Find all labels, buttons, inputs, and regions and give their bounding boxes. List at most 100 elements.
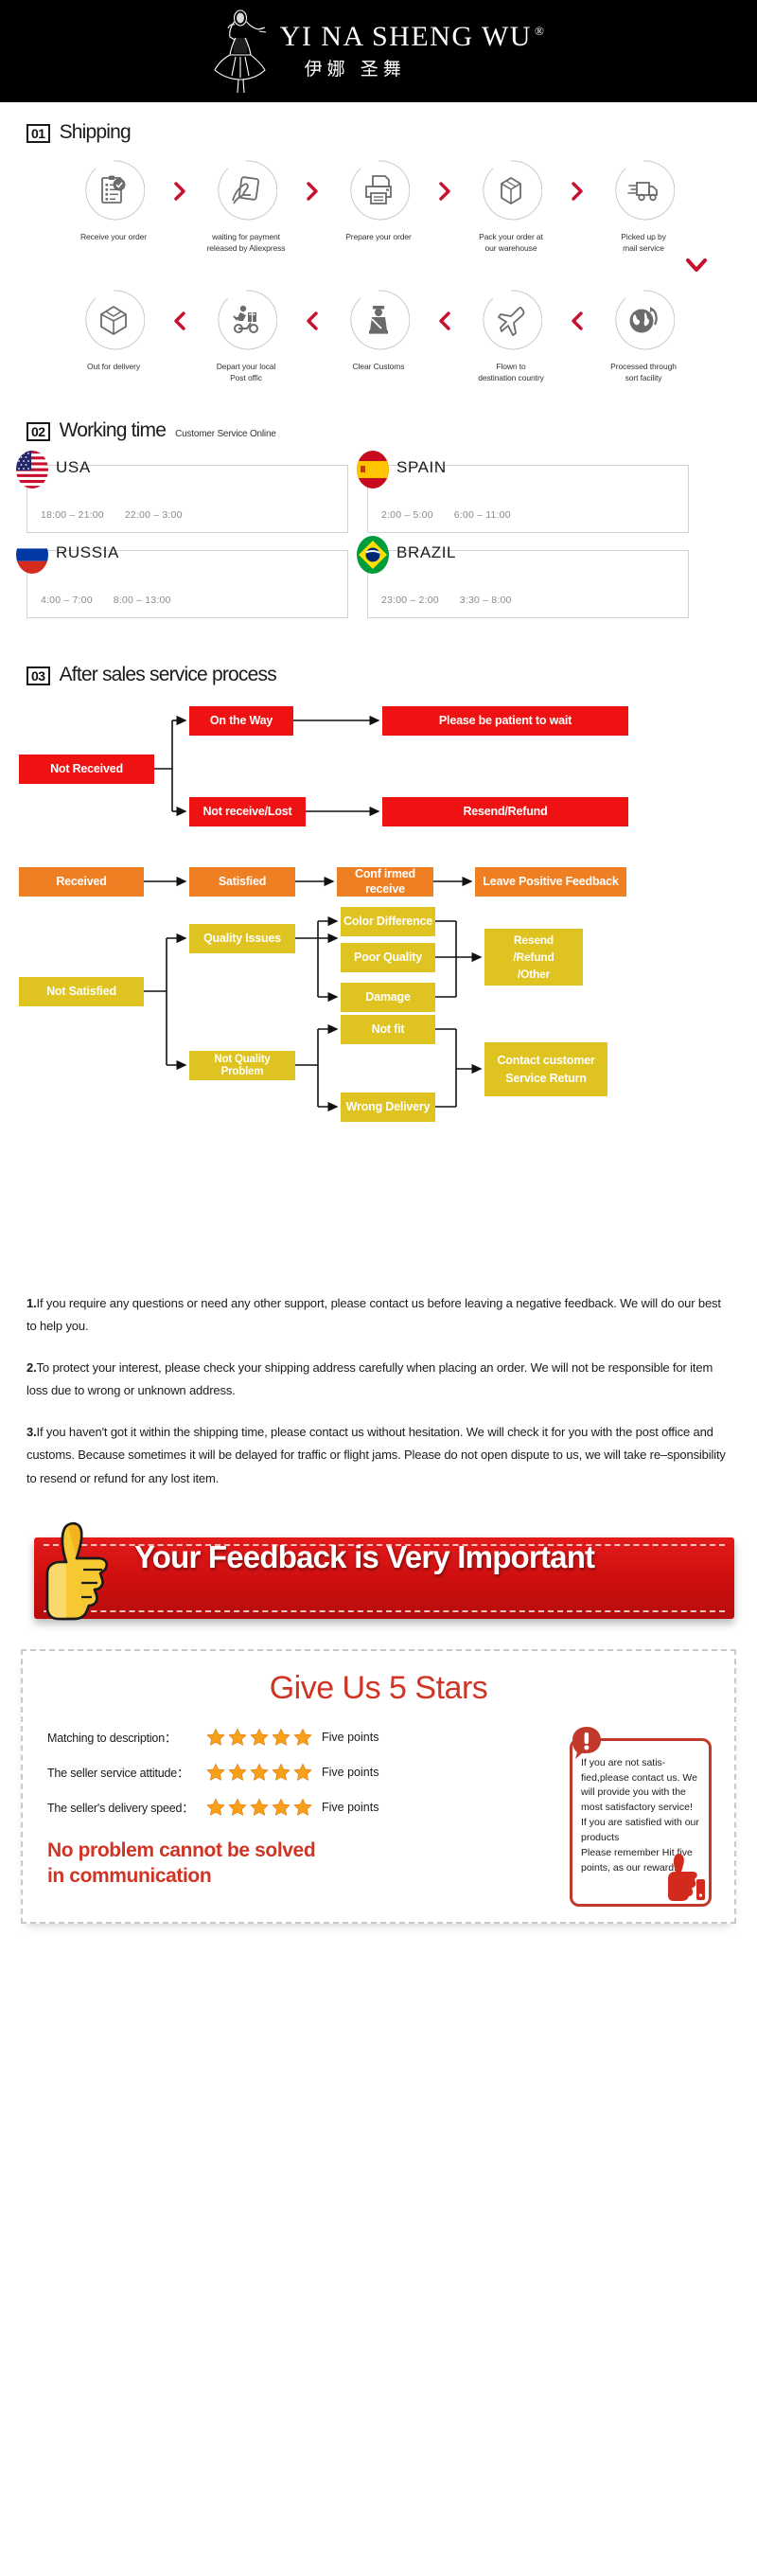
star-icon [228,1763,247,1781]
chevron-down-icon [686,258,707,272]
airplane-icon [498,306,525,336]
flow-box-resend-refund-other[interactable]: Resend /Refund /Other [484,929,583,986]
rating-points: Five points [322,1730,379,1744]
flow-box-satisfied[interactable]: Satisfied [189,867,295,897]
country-name: RUSSIA [56,543,119,562]
flow-box-not-received[interactable]: Not Received [19,755,154,785]
flow-box-not-satisfied[interactable]: Not Satisfied [19,977,144,1007]
exclamation-bubble-icon [572,1726,601,1759]
chevron-right-icon [170,159,189,201]
star-icon [293,1798,312,1816]
star-rating-5[interactable] [206,1798,312,1817]
flow-box-resend-refund[interactable]: Resend/Refund [382,797,628,827]
flow-box-please-wait[interactable]: Please be patient to wait [382,706,628,737]
star-icon [250,1728,269,1746]
step-label: Prepare your order [345,232,412,241]
note-text: To protect your interest, please check y… [26,1360,713,1398]
rating-row-delivery-speed: The seller's delivery speed： Five points [23,1798,734,1817]
note-number: 1. [26,1296,37,1311]
flow-box-wrong-delivery[interactable]: Wrong Delivery [341,1093,435,1123]
step-circle [82,289,145,351]
hours-slot-1: 23:00 – 2:00 [381,595,439,607]
shipping-step: Out for delivery [57,289,170,372]
step-circle [215,159,277,222]
shipping-step: waiting for payment released by Aliexpre… [189,159,303,255]
star-rating-5[interactable] [206,1728,312,1747]
chevron-right-icon [303,159,322,201]
step-label: Out for delivery [86,361,141,371]
country-name: USA [56,458,91,477]
hours-slot-2: 3:30 – 8:00 [459,595,512,607]
flow-box-contact-customer-service-return[interactable]: Contact customer Service Return [484,1042,607,1097]
warning-text: If you are not satis-fied,please contact… [581,1756,699,1874]
hours-slot-2: 6:00 – 11:00 [453,509,511,522]
rating-row-service-attitude: The seller service attitude： Five points [23,1763,734,1782]
working-hours: 2:00 – 5:00 6:00 – 11:00 [381,509,511,521]
box-package-icon [501,177,521,204]
shipping-step: Receive your order [57,159,170,242]
section-title: After sales service process [59,664,277,686]
flow-box-on-the-way[interactable]: On the Way [189,706,293,737]
hours-slot-1: 18:00 – 21:00 [41,509,104,522]
rating-row-description: Matching to description： Five points [23,1728,734,1747]
shipping-step: Clear Customs [322,289,435,372]
working-time-section: 02 Working time Customer Service Online … [0,383,757,619]
communication-slogan: No problem cannot be solved in communica… [47,1839,316,1887]
flow-box-not-fit[interactable]: Not fit [341,1015,435,1045]
flow-box-not-receive-lost[interactable]: Not receive/Lost [189,797,306,827]
after-sales-heading: 03 After sales service process [0,664,757,686]
section-number: 01 [26,124,50,144]
rating-title: Give Us 5 Stars [269,1669,488,1706]
product-description-page: YI NA SHENG WU® 伊娜 圣舞 01 Shipping [0,0,757,1924]
flow-box-not-quality-problem[interactable]: Not Quality Problem [189,1051,295,1081]
hours-slot-1: 2:00 – 5:00 [381,509,433,522]
flow-box-poor-quality[interactable]: Poor Quality [341,943,435,973]
section-title: Shipping [59,121,132,143]
note-number: 3. [26,1425,37,1440]
hours-slot-2: 8:00 – 13:00 [113,595,171,607]
flow-box-damage[interactable]: Damage [341,983,435,1013]
note-number: 2. [26,1360,37,1376]
dancer-logo-icon [213,9,266,93]
rating-points: Five points [322,1800,379,1814]
chevron-left-icon [435,289,454,330]
section-number: 02 [26,422,50,442]
star-icon [250,1798,269,1816]
rating-label: Matching to description： [47,1732,177,1746]
star-icon [293,1728,312,1746]
flow-box-leave-positive-feedback[interactable]: Leave Positive Feedback [475,867,626,897]
section-title: Working time [59,419,167,442]
after-sales-section: 03 After sales service process [0,618,757,1287]
flag-spain-icon [357,451,389,489]
feedback-banner-text: Your Feedback is Very Important [134,1538,595,1574]
star-rating-5[interactable] [206,1763,312,1782]
flow-box-quality-issues[interactable]: Quality Issues [189,924,295,954]
chevron-left-icon [568,289,587,330]
policy-note-2: 2.To protect your interest, please check… [26,1357,731,1402]
globe-arrow-icon [629,306,658,333]
step-label: Depart your local Post offic [216,361,276,382]
hours-slot-1: 4:00 – 7:00 [41,595,93,607]
step-circle [215,289,277,351]
star-icon [206,1798,225,1816]
clipboard-check-icon [101,175,126,204]
rating-label: The seller's delivery speed： [47,1802,194,1816]
step-label: Picked up by mail service [621,232,666,254]
working-time-card-russia: RUSSIA 4:00 – 7:00 8:00 – 13:00 [16,536,348,619]
step-label: Receive your order [79,232,147,241]
flow-box-received[interactable]: Received [19,867,144,897]
policy-note-3: 3.If you haven't got it within the shipp… [26,1421,731,1489]
working-time-card-usa: USA 18:00 – 21:00 22:00 – 3:00 [16,451,348,534]
customs-officer-icon [369,305,388,334]
brand-header: YI NA SHENG WU® 伊娜 圣舞 [0,0,757,102]
chevron-right-icon [568,159,587,201]
shipping-steps-row-1: Receive your order waiting for payment r… [0,144,757,255]
hours-slot-2: 22:00 – 3:00 [124,509,183,522]
flow-box-confirmed-receive[interactable]: Conf irmed receive [337,867,433,897]
flow-box-color-difference[interactable]: Color Difference [341,907,435,937]
section-number: 03 [26,666,50,686]
shipping-step: Prepare your order [322,159,435,242]
shipping-section: 01 Shipping Receive your order [0,102,757,383]
banner-dashed-line-bottom [44,1609,725,1612]
step-circle [480,289,542,351]
